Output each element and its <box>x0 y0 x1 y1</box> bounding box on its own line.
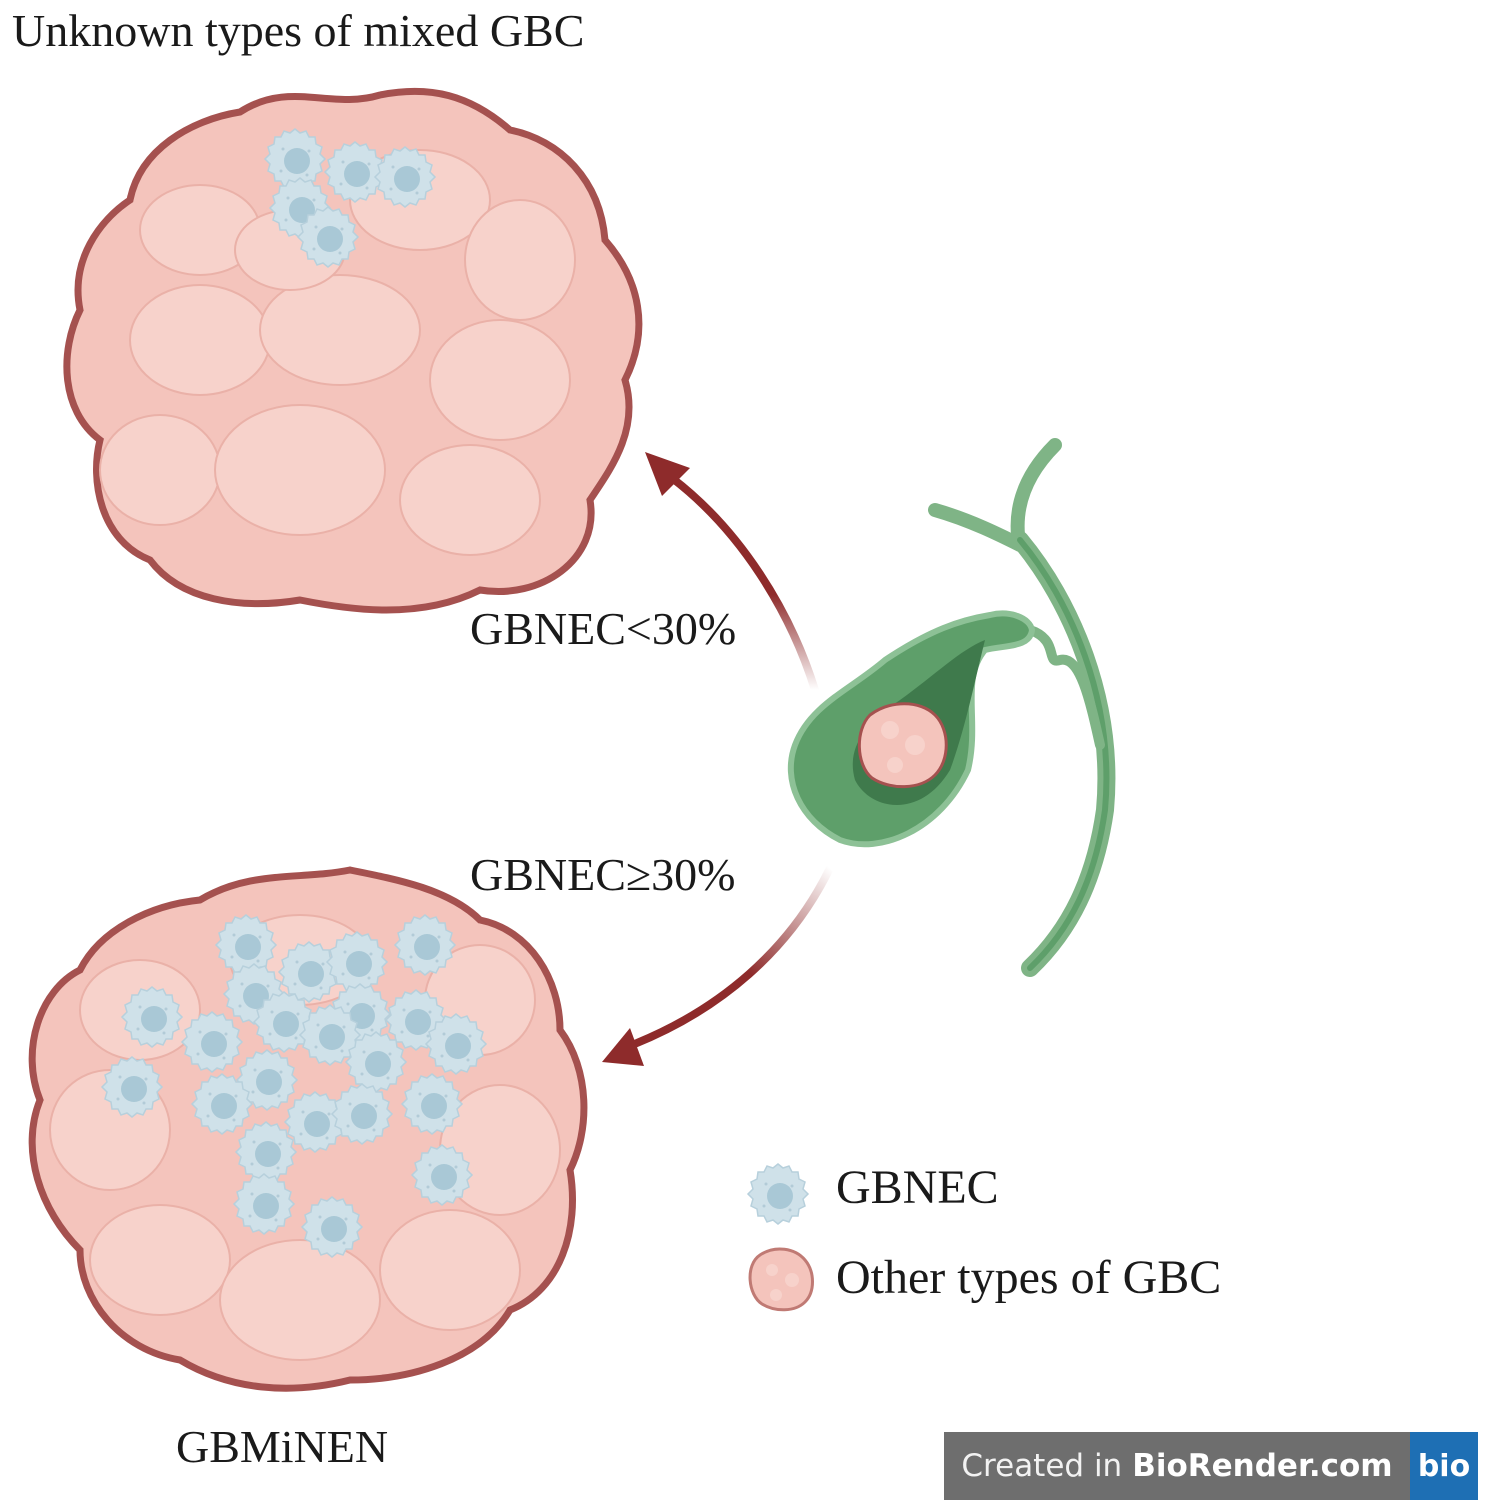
badge-prefix: Created in <box>961 1448 1123 1484</box>
tumor-in-gallbladder <box>857 702 948 789</box>
figure-title: Unknown types of mixed GBC <box>12 5 585 56</box>
badge-text: Created in BioRender.com <box>944 1432 1410 1500</box>
tumor-lower <box>28 866 588 1392</box>
arrow-up <box>645 452 819 694</box>
arrow-down-label: GBNEC≥30% <box>470 849 736 900</box>
gallbladder <box>787 438 1116 977</box>
legend-gbnec-icon <box>747 1163 809 1225</box>
tumor-lower-label: GBMiNEN <box>176 1421 389 1472</box>
arrow-up-label: GBNEC<30% <box>470 603 737 654</box>
legend-other-label: Other types of GBC <box>836 1251 1222 1304</box>
tumor-upper <box>63 87 643 614</box>
legend-gbnec-label: GBNEC <box>836 1161 999 1214</box>
legend-other-icon <box>748 1247 814 1312</box>
arrow-down <box>602 864 834 1066</box>
biorender-logo-icon: bio <box>1410 1432 1478 1500</box>
badge-brand: BioRender.com <box>1132 1448 1393 1484</box>
biorender-badge[interactable]: Created in BioRender.com bio <box>944 1432 1478 1500</box>
